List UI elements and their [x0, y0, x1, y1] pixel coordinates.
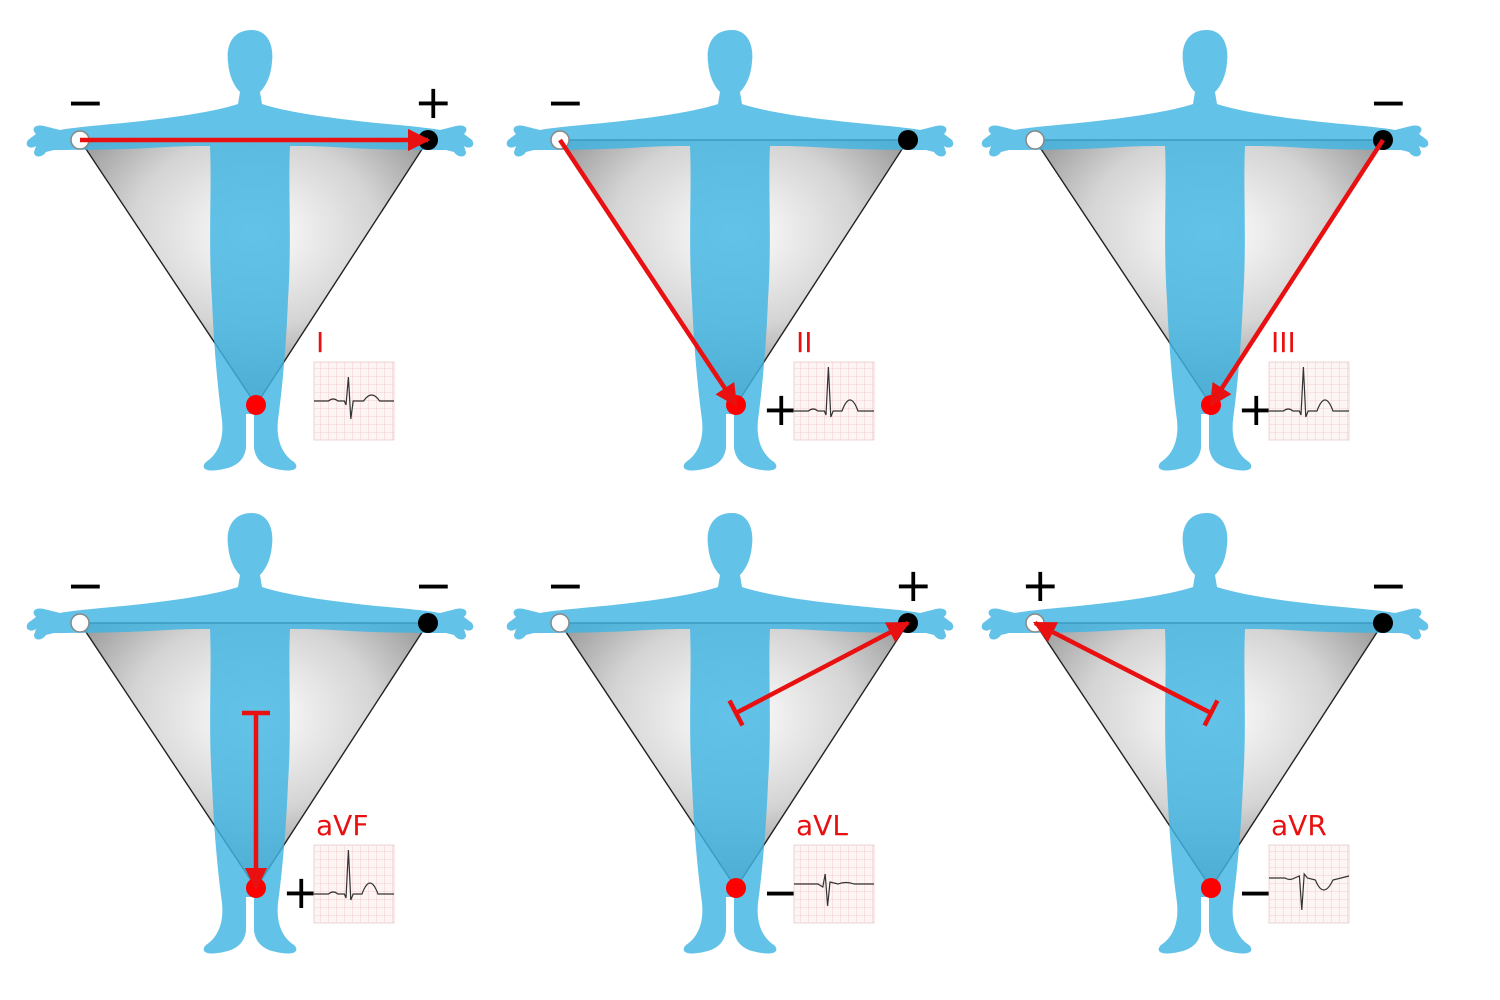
lead-vector-arrow	[1209, 138, 1385, 407]
lead-label: III	[1271, 326, 1296, 359]
ecg-waveform	[314, 849, 394, 901]
body-silhouette	[506, 513, 954, 954]
ecg-strip	[1268, 844, 1350, 924]
right-arm-polarity-sign: −	[66, 75, 105, 129]
arrow-tail-bar	[727, 699, 745, 727]
left-arm-electrode	[418, 613, 438, 633]
right-arm-polarity-sign: +	[1021, 558, 1060, 612]
lead-label: I	[316, 326, 324, 359]
panel-lead-III: −+III	[981, 30, 1429, 471]
left-arm-polarity-sign: −	[414, 558, 453, 612]
right-arm-electrode	[1025, 130, 1045, 150]
left-arm-polarity-sign: +	[414, 75, 453, 129]
left-arm-polarity-sign: −	[1369, 75, 1408, 129]
panel-lead-II: −+II	[506, 30, 954, 471]
left-arm-polarity-sign: −	[1369, 558, 1408, 612]
body-silhouette	[981, 30, 1429, 471]
panel-lead-aVR: +−−aVR	[981, 513, 1429, 954]
leg-electrode	[726, 878, 746, 898]
ecg-strip	[1268, 361, 1350, 441]
left-arm-polarity-sign: +	[894, 558, 933, 612]
body-silhouette	[506, 30, 954, 471]
ecg-waveform	[794, 366, 874, 418]
panel-lead-aVL: −+−aVL	[506, 513, 954, 954]
right-arm-polarity-sign: −	[66, 558, 105, 612]
right-arm-electrode	[70, 613, 90, 633]
ecg-waveform	[1269, 872, 1350, 911]
left-arm-electrode	[1373, 613, 1393, 633]
arrow-tail-bar	[1202, 699, 1220, 727]
lead-label: aVF	[316, 809, 368, 842]
lead-vector-arrow	[1032, 620, 1213, 716]
right-arm-polarity-sign: −	[546, 558, 585, 612]
ecg-strip	[313, 844, 395, 924]
right-arm-polarity-sign: −	[546, 75, 585, 129]
ecg-strip	[793, 361, 875, 441]
lead-vector-arrow	[558, 138, 738, 407]
lead-label: aVR	[1271, 809, 1327, 842]
left-arm-electrode	[898, 130, 918, 150]
body-silhouette	[26, 513, 474, 954]
lead-label: aVL	[796, 809, 848, 842]
leg-electrode	[246, 395, 266, 415]
right-arm-electrode	[550, 613, 570, 633]
ecg-waveform	[794, 873, 874, 907]
panel-lead-I: − + I	[26, 30, 474, 471]
ecg-waveform	[1269, 366, 1349, 418]
panel-lead-aVF: −−+aVF	[26, 513, 474, 954]
lead-label: II	[796, 326, 813, 359]
body-silhouette	[981, 513, 1429, 954]
ecg-waveform	[314, 376, 394, 420]
lead-vector-arrow	[734, 621, 910, 715]
leg-electrode	[1201, 878, 1221, 898]
